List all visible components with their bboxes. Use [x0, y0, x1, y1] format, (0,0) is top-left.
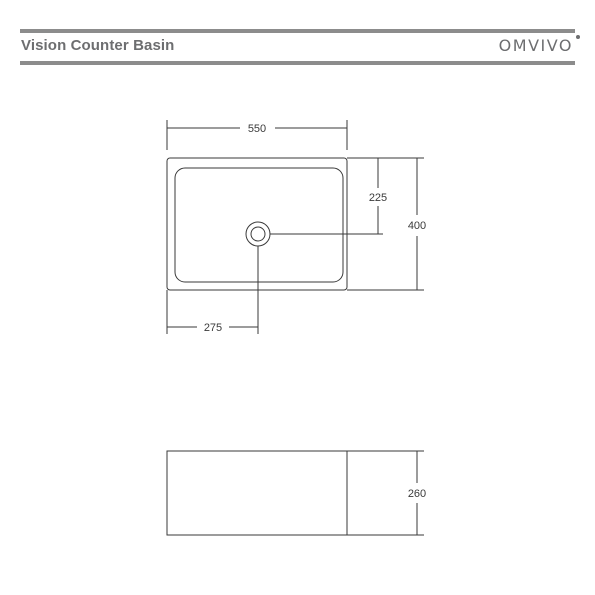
height-dimension	[347, 450, 424, 536]
depth-dimension	[347, 157, 424, 291]
basin-side-outline	[166, 450, 348, 536]
basin-inner-bowl	[174, 167, 344, 283]
header-top-rule	[20, 29, 575, 33]
height-label: 260	[408, 488, 426, 500]
waste-offset-x-dimension	[166, 246, 259, 334]
top-view	[166, 157, 348, 291]
basin-outer-outline	[166, 157, 348, 291]
depth-label: 400	[408, 220, 426, 232]
header-bottom-rule	[20, 61, 575, 65]
width-dimension	[166, 120, 348, 150]
waste-outer-ring-icon	[245, 221, 271, 247]
side-view	[166, 450, 348, 536]
brand-logo: OMVIVO	[498, 35, 580, 55]
waste-offset-y-label: 225	[369, 192, 387, 204]
waste-offset-y-dimension	[270, 158, 383, 235]
brand-logo-text: OMVIVO	[498, 36, 573, 55]
waste-inner-ring-icon	[250, 226, 266, 242]
waste-offset-x-label: 275	[204, 322, 222, 334]
logo-dot-icon	[576, 35, 580, 39]
page-title: Vision Counter Basin	[21, 37, 175, 54]
width-label: 550	[248, 123, 266, 135]
